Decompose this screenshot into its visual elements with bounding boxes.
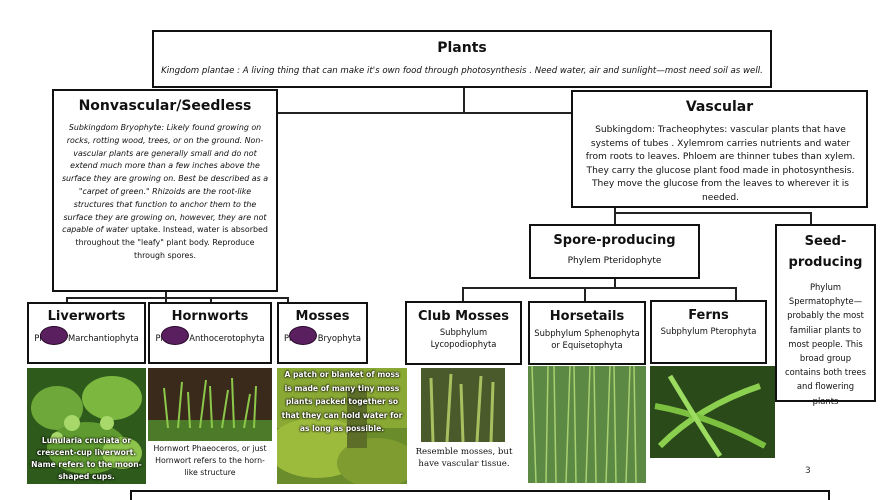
spore-producing-subtitle: Phylem Pteridophyte <box>567 256 662 266</box>
club-mosses-subtitle-line1: Subphylum <box>439 327 488 337</box>
connector-plants-down <box>463 87 465 113</box>
connector-vascular-horizontal <box>614 212 811 214</box>
nonvascular-description: Subkingdom Bryophyte: Likely found growi… <box>54 114 276 263</box>
bottom-partial-box <box>130 490 830 500</box>
nonvascular-description-italic: Subkingdom Bryophyte: Likely found growi… <box>61 123 269 235</box>
horsetails-subtitle: Subphylum Sphenophyta or Equisetophyta <box>534 328 640 350</box>
moss-caption: A patch or blanket of moss is made of ma… <box>281 370 403 433</box>
liverworts-title: Liverworts <box>47 309 126 324</box>
hornwort-caption: Hornwort Phaeoceros, or just Hornwort re… <box>153 444 267 477</box>
connector-spore-down <box>614 278 616 288</box>
plants-title: Plants <box>437 40 487 56</box>
hornworts-subtitle: Phylum Anthocerotophyta <box>155 333 265 343</box>
nonvascular-box: Nonvascular/Seedless Subkingdom Bryophyt… <box>52 89 278 292</box>
hornwort-photo <box>148 368 272 441</box>
mosses-title: Mosses <box>295 309 350 324</box>
horsetail-image <box>528 366 646 483</box>
nonvascular-title: Nonvascular/Seedless <box>78 98 252 114</box>
spore-producing-title: Spore-producing <box>553 233 676 248</box>
seed-producing-title-line1: Seed- <box>804 234 847 249</box>
club-moss-image <box>421 368 505 442</box>
vascular-title: Vascular <box>685 99 754 115</box>
liverwort-photo <box>27 368 146 484</box>
hornwort-image <box>148 368 272 441</box>
plants-box: Plants Kingdom plantae : A living thing … <box>152 30 772 88</box>
connector-ferns <box>735 287 737 301</box>
page-number: 3 <box>805 466 811 476</box>
connector-horsetails <box>584 287 586 301</box>
connector-spore-horizontal <box>462 287 737 289</box>
moss-photo <box>277 368 407 484</box>
ferns-title: Ferns <box>688 308 729 323</box>
spore-producing-box: Spore-producing Phylem Pteridophyte <box>529 224 700 279</box>
connector-top-horizontal <box>278 112 573 114</box>
mosses-marker-icon <box>289 326 317 345</box>
plants-description: Kingdom plantae : A living thing that ca… <box>161 66 763 76</box>
ferns-subtitle: Subphylum Pterophyta <box>660 326 757 336</box>
seed-producing-description: Phylum Spermatophyte—probably the most f… <box>784 282 867 406</box>
mosses-subtitle: Phylum Bryophyta <box>283 333 362 343</box>
connector-clubmosses <box>462 287 464 301</box>
horsetails-box: Horsetails Subphylum Sphenophyta or Equi… <box>528 301 646 365</box>
moss-image <box>277 368 407 484</box>
seed-producing-title-line2: producing <box>788 255 863 270</box>
club-mosses-subtitle-line2: Lycopodiophyta <box>430 339 497 349</box>
connector-hornworts <box>210 297 212 303</box>
connector-liverworts <box>66 297 68 303</box>
vascular-box: Vascular Subkingdom: Tracheophytes: vasc… <box>571 90 868 208</box>
connector-seed <box>810 212 812 226</box>
fern-photo <box>650 366 775 458</box>
club-mosses-title: Club Mosses <box>418 309 509 324</box>
liverworts-marker-icon <box>40 326 68 345</box>
hornworts-marker-icon <box>161 326 189 345</box>
seed-producing-box: Seed- producing Phylum Spermatophyte—pro… <box>775 224 876 406</box>
club-moss-caption: Resemble mosses, but have vascular tissu… <box>415 447 513 469</box>
liverworts-subtitle: Phylum Marchantiophyta <box>34 333 139 343</box>
liverwort-caption: Lunularia cruciata or crescent-cup liver… <box>31 436 142 481</box>
nonvascular-description-plain: uptake. Instead, water is absorbed throu… <box>75 225 268 260</box>
liverwort-image <box>27 368 146 484</box>
connector-nonvascular-horizontal <box>66 297 288 299</box>
connector-vascular-down <box>614 207 616 225</box>
liverworts-box: Liverworts Phylum Marchantiophyta <box>27 302 146 364</box>
club-mosses-box: Club Mosses Subphylum Lycopodiophyta <box>405 301 522 365</box>
vascular-description: Subkingdom: Tracheophytes: vascular plan… <box>585 125 856 203</box>
connector-mosses <box>287 297 289 303</box>
horsetails-title: Horsetails <box>549 309 625 324</box>
hornworts-title: Hornworts <box>171 309 249 324</box>
club-moss-photo <box>421 368 505 442</box>
horsetail-photo <box>528 366 646 483</box>
fern-image <box>650 366 775 458</box>
ferns-box: Ferns Subphylum Pterophyta <box>650 300 767 364</box>
